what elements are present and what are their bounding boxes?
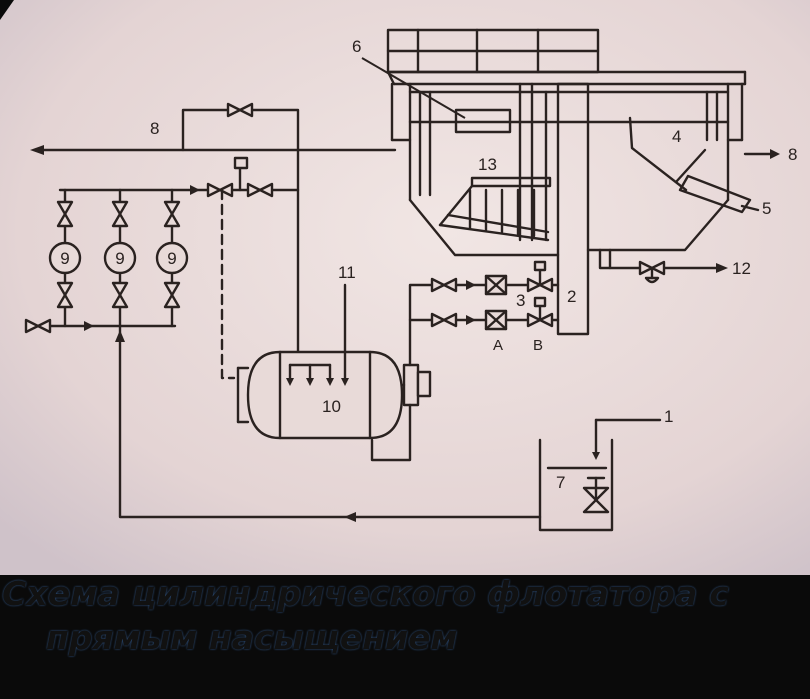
caption-line-1: Схема цилиндрического флотатора с bbox=[2, 574, 730, 613]
label-4: 4 bbox=[672, 127, 681, 146]
pump-label-b: 9 bbox=[115, 249, 124, 268]
bypass-valve bbox=[226, 102, 254, 118]
valve-assembly bbox=[408, 260, 560, 331]
caption-line-2: прямым насыщением bbox=[46, 618, 458, 657]
pump-label-c: 9 bbox=[167, 249, 176, 268]
pump-9-c bbox=[155, 241, 189, 275]
sludge-outlet bbox=[608, 260, 728, 284]
caption: Схема цилиндрического флотатора с прямым… bbox=[0, 572, 810, 660]
label-10: 10 bbox=[322, 397, 341, 416]
feed-tank bbox=[538, 418, 662, 532]
pump-9-a bbox=[48, 241, 82, 275]
labels: 6 8 13 4 8 5 12 2 3 A B 11 10 1 7 9 9 9 bbox=[60, 37, 797, 492]
label-11: 11 bbox=[338, 263, 356, 282]
label-3: 3 bbox=[516, 291, 525, 310]
pump-9-b bbox=[103, 241, 137, 275]
label-1: 1 bbox=[664, 407, 673, 426]
label-valve-b: B bbox=[533, 337, 543, 354]
label-13: 13 bbox=[478, 155, 497, 174]
saturation-tank bbox=[236, 283, 442, 462]
control-line bbox=[220, 188, 236, 380]
label-8-left: 8 bbox=[150, 119, 159, 138]
label-5: 5 bbox=[762, 199, 771, 218]
label-2: 2 bbox=[567, 287, 576, 306]
flotation-tank bbox=[386, 28, 780, 336]
paper-sheet bbox=[0, 0, 810, 575]
label-valve-a: A bbox=[493, 337, 503, 354]
label-7: 7 bbox=[556, 473, 565, 492]
label-8-right: 8 bbox=[788, 145, 797, 164]
label-12: 12 bbox=[732, 259, 751, 278]
pump-valves bbox=[24, 156, 274, 334]
pump-label-a: 9 bbox=[60, 249, 69, 268]
label-6: 6 bbox=[352, 37, 361, 56]
